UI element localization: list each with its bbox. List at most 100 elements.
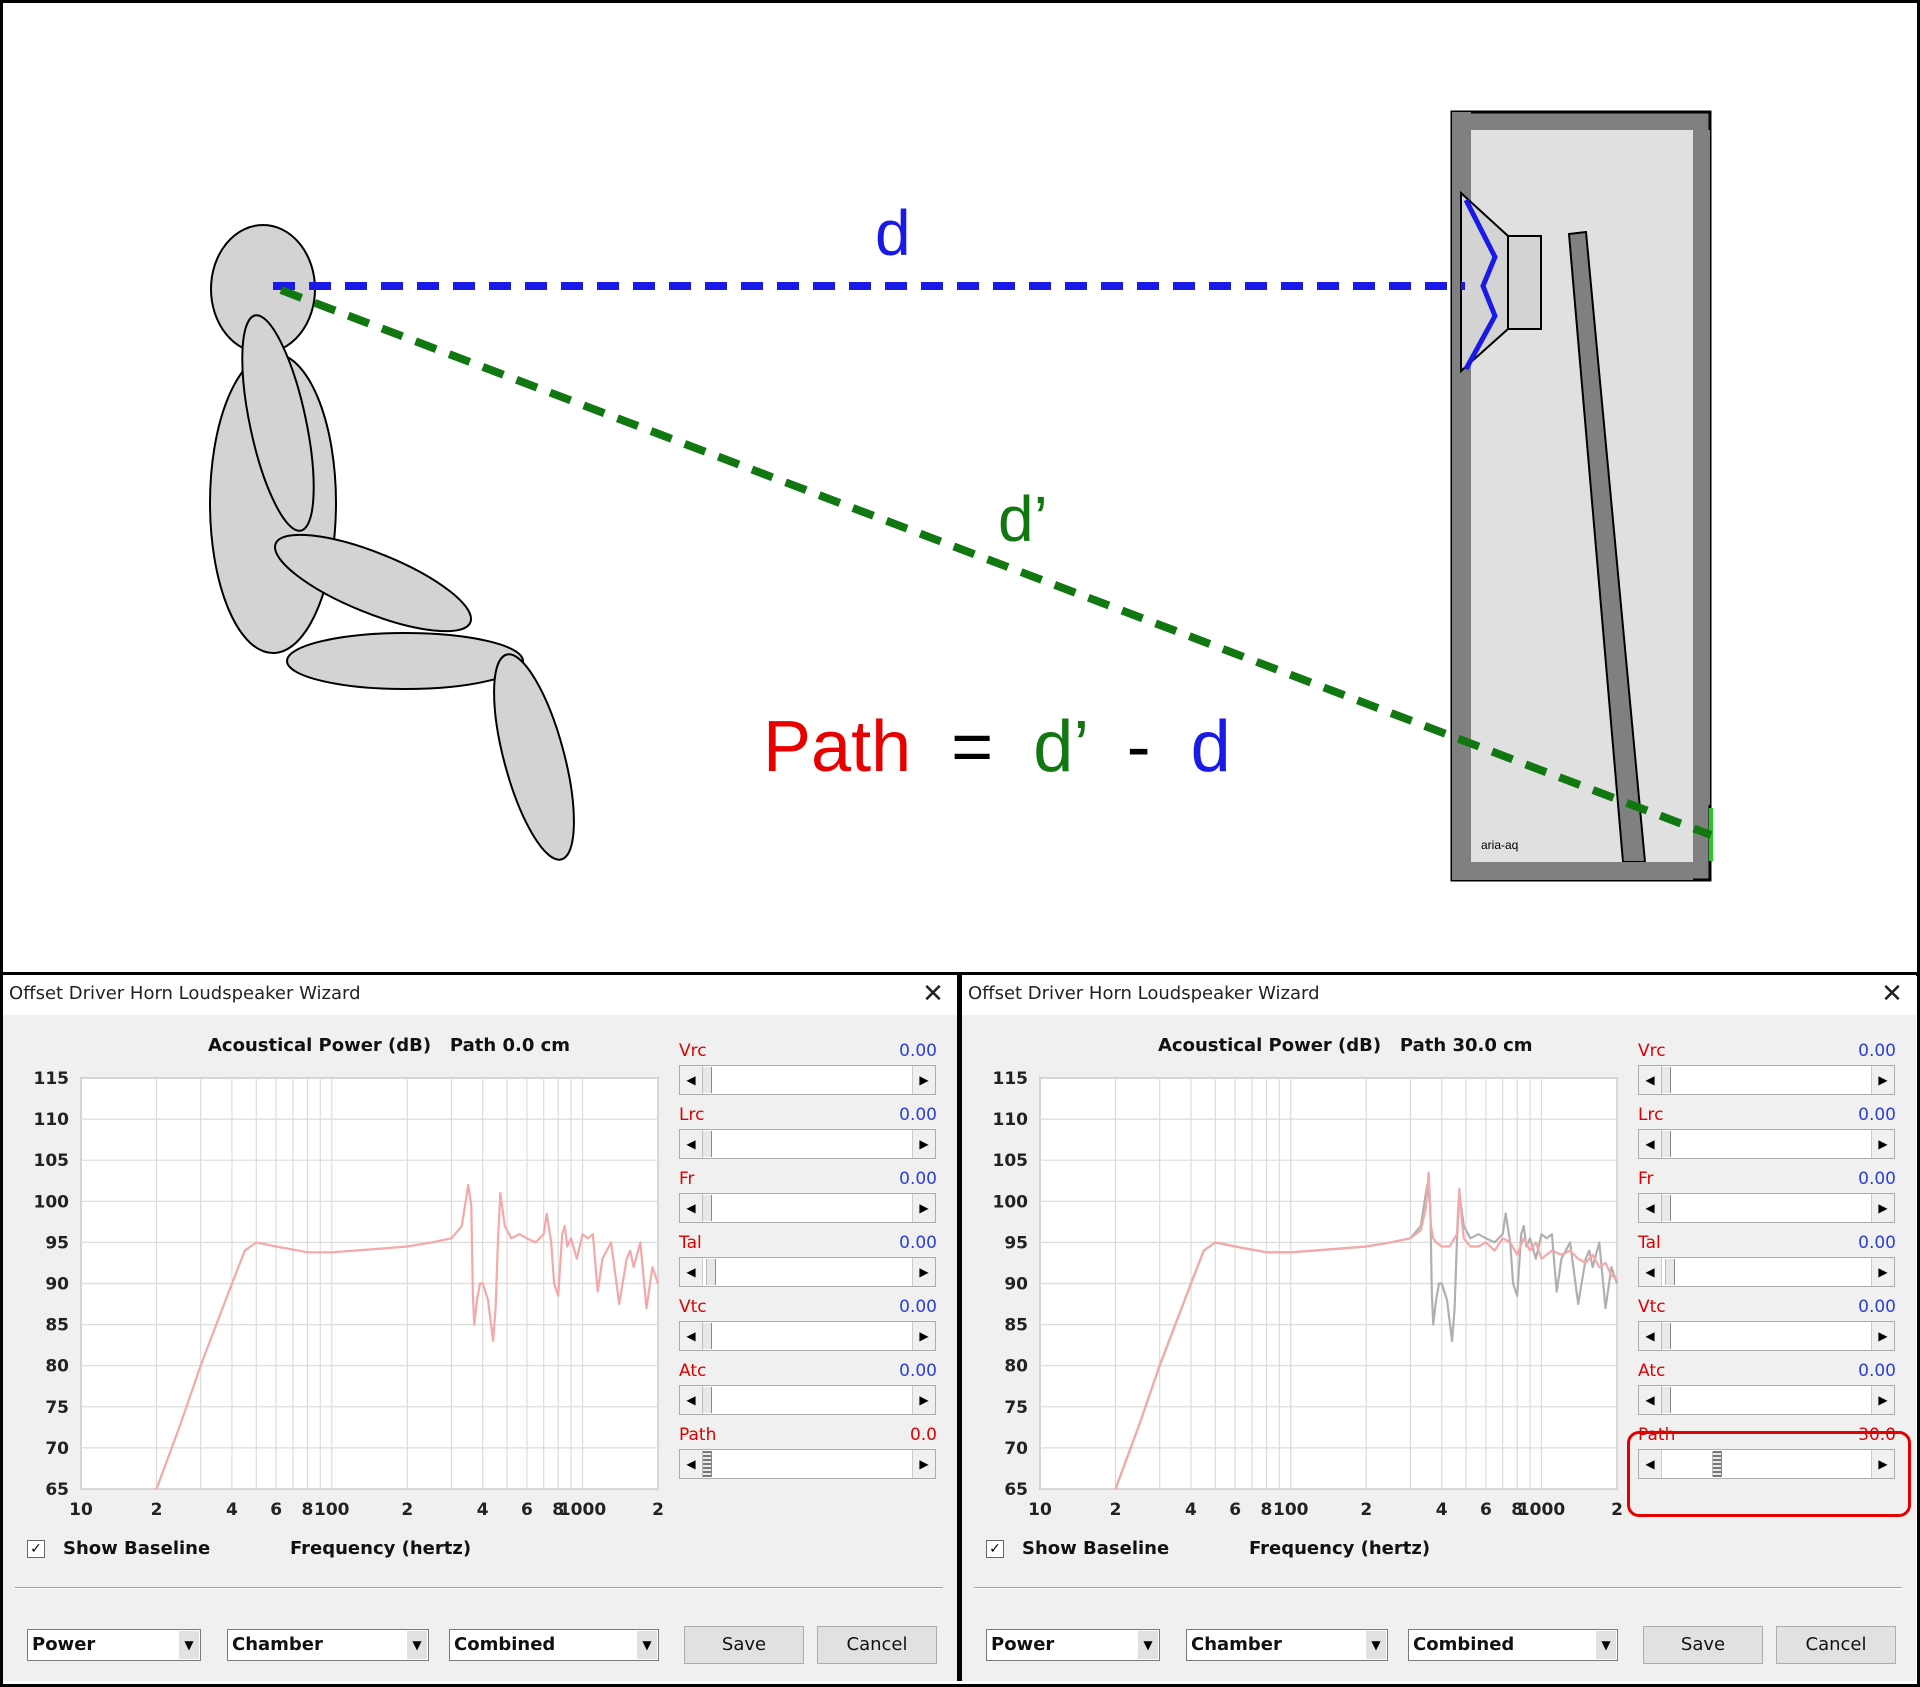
slider-right-arrow-icon[interactable]: ▶ bbox=[912, 1258, 935, 1286]
source-select[interactable]: Chamber▼ bbox=[1186, 1629, 1388, 1661]
slider-thumb[interactable] bbox=[702, 1387, 712, 1413]
slider-thumb[interactable] bbox=[1712, 1451, 1722, 1477]
slider-right-arrow-icon[interactable]: ▶ bbox=[912, 1386, 935, 1414]
wizard-dialog-right: Offset Driver Horn Loudspeaker Wizard✕Ac… bbox=[962, 975, 1916, 1681]
slider-label-tal: Tal bbox=[1638, 1233, 1661, 1253]
dialog-divider bbox=[957, 975, 962, 1681]
listener-figure bbox=[209, 224, 575, 861]
output-select[interactable]: Combined ▼ bbox=[449, 1629, 659, 1661]
slider-vrc[interactable]: ◀▶ bbox=[679, 1065, 936, 1095]
slider-left-arrow-icon[interactable]: ◀ bbox=[1639, 1066, 1662, 1094]
slider-left-arrow-icon[interactable]: ◀ bbox=[680, 1322, 703, 1350]
source-select[interactable]: Chamber▼ bbox=[227, 1629, 429, 1661]
slider-right-arrow-icon[interactable]: ▶ bbox=[1871, 1130, 1894, 1158]
slider-thumb[interactable] bbox=[1661, 1387, 1671, 1413]
slider-right-arrow-icon[interactable]: ▶ bbox=[912, 1322, 935, 1350]
slider-right-arrow-icon[interactable]: ▶ bbox=[1871, 1386, 1894, 1414]
slider-right-arrow-icon[interactable]: ▶ bbox=[912, 1194, 935, 1222]
slider-tal[interactable]: ◀▶ bbox=[679, 1257, 936, 1287]
slider-thumb[interactable] bbox=[1661, 1067, 1671, 1093]
slider-vtc[interactable]: ◀▶ bbox=[1638, 1321, 1895, 1351]
slider-left-arrow-icon[interactable]: ◀ bbox=[680, 1258, 703, 1286]
slider-left-arrow-icon[interactable]: ◀ bbox=[680, 1450, 703, 1478]
slider-left-arrow-icon[interactable]: ◀ bbox=[680, 1194, 703, 1222]
output-select[interactable]: Combined▼ bbox=[1408, 1629, 1618, 1661]
slider-vtc[interactable]: ◀▶ bbox=[679, 1321, 936, 1351]
close-button[interactable]: ✕ bbox=[1881, 979, 1903, 1009]
cancel-button[interactable]: Cancel bbox=[1776, 1626, 1896, 1664]
slider-right-arrow-icon[interactable]: ▶ bbox=[912, 1130, 935, 1158]
slider-left-arrow-icon[interactable]: ◀ bbox=[680, 1130, 703, 1158]
chevron-down-icon[interactable]: ▼ bbox=[1138, 1631, 1158, 1659]
slider-left-arrow-icon[interactable]: ◀ bbox=[680, 1066, 703, 1094]
slider-left-arrow-icon[interactable]: ◀ bbox=[1639, 1258, 1662, 1286]
mode-select[interactable]: Power▼ bbox=[27, 1629, 201, 1661]
slider-left-arrow-icon[interactable]: ◀ bbox=[1639, 1322, 1662, 1350]
chevron-down-icon[interactable]: ▼ bbox=[637, 1631, 657, 1659]
slider-lrc[interactable]: ◀▶ bbox=[1638, 1129, 1895, 1159]
slider-thumb[interactable] bbox=[1665, 1259, 1675, 1285]
y-tick-label: 105 bbox=[993, 1151, 1029, 1171]
slider-thumb[interactable] bbox=[1661, 1323, 1671, 1349]
series-line-1 bbox=[1114, 1171, 1618, 1490]
slider-thumb[interactable] bbox=[702, 1195, 712, 1221]
slider-label-vrc: Vrc bbox=[679, 1041, 707, 1061]
show-baseline-checkbox[interactable]: ✓ bbox=[27, 1540, 45, 1558]
slider-value-path: 0.0 bbox=[909, 1425, 937, 1445]
slider-thumb[interactable] bbox=[1661, 1131, 1671, 1157]
x-tick-label: 8 bbox=[302, 1500, 314, 1520]
slider-right-arrow-icon[interactable]: ▶ bbox=[1871, 1322, 1894, 1350]
chevron-down-icon[interactable]: ▼ bbox=[407, 1631, 427, 1659]
slider-fr[interactable]: ◀▶ bbox=[679, 1193, 936, 1223]
y-tick-label: 90 bbox=[1004, 1275, 1028, 1295]
chart-title: Acoustical Power (dB) Path 0.0 cm bbox=[208, 1035, 571, 1056]
slider-lrc[interactable]: ◀▶ bbox=[679, 1129, 936, 1159]
save-button[interactable]: Save bbox=[1643, 1626, 1763, 1664]
chevron-down-icon[interactable]: ▼ bbox=[1366, 1631, 1386, 1659]
slider-right-arrow-icon[interactable]: ▶ bbox=[1871, 1194, 1894, 1222]
slider-vrc[interactable]: ◀▶ bbox=[1638, 1065, 1895, 1095]
slider-value-vtc: 0.00 bbox=[1858, 1297, 1896, 1317]
slider-left-arrow-icon[interactable]: ◀ bbox=[1639, 1130, 1662, 1158]
slider-left-arrow-icon[interactable]: ◀ bbox=[1639, 1386, 1662, 1414]
cabinet: aria-aq bbox=[1450, 110, 1713, 882]
slider-path[interactable]: ◀▶ bbox=[1638, 1449, 1895, 1479]
output-select-value: Combined bbox=[454, 1634, 556, 1655]
slider-left-arrow-icon[interactable]: ◀ bbox=[1639, 1194, 1662, 1222]
chevron-down-icon[interactable]: ▼ bbox=[1596, 1631, 1616, 1659]
slider-thumb[interactable] bbox=[702, 1067, 712, 1093]
x-tick-label: 8 bbox=[1261, 1500, 1273, 1520]
slider-right-arrow-icon[interactable]: ▶ bbox=[912, 1450, 935, 1478]
y-tick-label: 70 bbox=[45, 1439, 69, 1459]
slider-right-arrow-icon[interactable]: ▶ bbox=[1871, 1450, 1894, 1478]
slider-fr[interactable]: ◀▶ bbox=[1638, 1193, 1895, 1223]
slider-atc[interactable]: ◀▶ bbox=[1638, 1385, 1895, 1415]
slider-right-arrow-icon[interactable]: ▶ bbox=[1871, 1066, 1894, 1094]
slider-label-vtc: Vtc bbox=[1638, 1297, 1666, 1317]
show-baseline-checkbox[interactable]: ✓ bbox=[986, 1540, 1004, 1558]
slider-right-arrow-icon[interactable]: ▶ bbox=[912, 1066, 935, 1094]
cancel-button[interactable]: Cancel bbox=[817, 1626, 937, 1664]
formula-eq: = bbox=[951, 707, 993, 787]
slider-right-arrow-icon[interactable]: ▶ bbox=[1871, 1258, 1894, 1286]
chevron-down-icon[interactable]: ▼ bbox=[179, 1631, 199, 1659]
slider-left-arrow-icon[interactable]: ◀ bbox=[1639, 1450, 1662, 1478]
mode-select[interactable]: Power▼ bbox=[986, 1629, 1160, 1661]
slider-thumb[interactable] bbox=[702, 1451, 712, 1477]
save-button[interactable]: Save bbox=[684, 1626, 804, 1664]
slider-thumb[interactable] bbox=[706, 1259, 716, 1285]
slider-thumb[interactable] bbox=[1661, 1195, 1671, 1221]
slider-thumb[interactable] bbox=[702, 1323, 712, 1349]
close-button[interactable]: ✕ bbox=[922, 979, 944, 1009]
y-tick-label: 90 bbox=[45, 1275, 69, 1295]
slider-tal[interactable]: ◀▶ bbox=[1638, 1257, 1895, 1287]
slider-thumb[interactable] bbox=[702, 1131, 712, 1157]
y-tick-label: 110 bbox=[993, 1110, 1029, 1130]
y-tick-label: 115 bbox=[993, 1069, 1029, 1089]
slider-left-arrow-icon[interactable]: ◀ bbox=[680, 1386, 703, 1414]
slider-atc[interactable]: ◀▶ bbox=[679, 1385, 936, 1415]
slider-path[interactable]: ◀▶ bbox=[679, 1449, 936, 1479]
x-tick-label: 4 bbox=[1185, 1500, 1197, 1520]
dialog-titlebar[interactable]: Offset Driver Horn Loudspeaker Wizard✕ bbox=[3, 975, 957, 1015]
dialog-titlebar[interactable]: Offset Driver Horn Loudspeaker Wizard✕ bbox=[962, 975, 1916, 1015]
